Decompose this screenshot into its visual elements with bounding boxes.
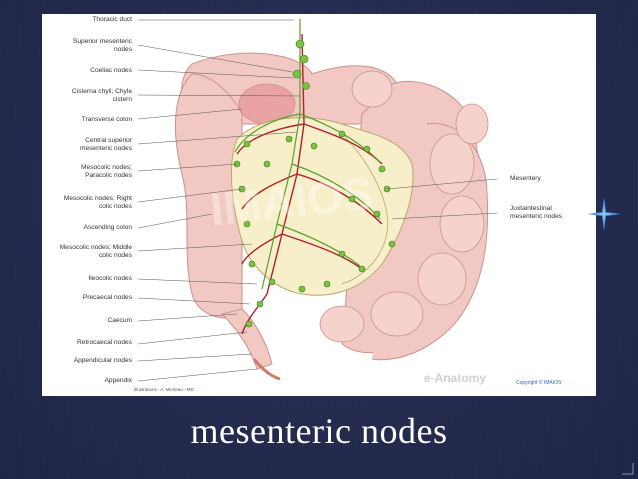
label-coeliac-nodes: Coeliac nodes [90,67,132,74]
corner-bracket-icon [622,463,634,475]
label-ileocolic-nodes: Ileocolic nodes [88,275,132,282]
label-thoracic-duct: Thoracic duct [92,16,132,23]
label-right-colic-nodes: Mesocolic nodes; Right colic nodes [63,195,132,210]
label-retrocaecal-nodes: Retrocaecal nodes [77,339,132,346]
label-paracolic-nodes: Mesocolic nodes; Paracolic nodes [81,164,132,179]
label-caecum: Caecum [107,317,132,324]
label-superior-mesenteric-nodes: Superior mesenteric nodes [72,38,132,53]
label-mesentery: Mesentery [510,175,541,182]
label-juxtaintestinal-nodes: Juxtaintestinal mesenteric nodes [510,205,563,220]
mesenteric-illustration [137,19,498,382]
copyright-text: Copyright © IMAIOS [516,380,562,386]
label-middle-colic-nodes: Mesocolic nodes; Middle colic nodes [59,244,132,259]
label-central-superior-mesenteric-nodes: Central superior mesenteric nodes [79,137,132,152]
label-ascending-colon: Ascending colon [83,224,132,231]
label-cisterna-chyli: Cisterna chyli; Chyle cistern [71,88,132,103]
label-precaecal-nodes: Precaecal nodes [82,294,132,301]
illustration-credit: Illustrations : A. Micheau - MD [134,387,194,392]
slide-caption: mesenteric nodes [190,411,448,451]
label-appendicular-nodes: Appendicular nodes [73,357,132,364]
label-appendix: Appendix [104,377,133,384]
label-transverse-colon: Transverse colon [81,116,132,123]
anatomy-figure: Thoracic duct Superior mesenteric nodes … [42,14,596,396]
sparkle-star-icon [587,197,621,231]
watermark-eanatomy: e-Anatomy [424,371,487,385]
